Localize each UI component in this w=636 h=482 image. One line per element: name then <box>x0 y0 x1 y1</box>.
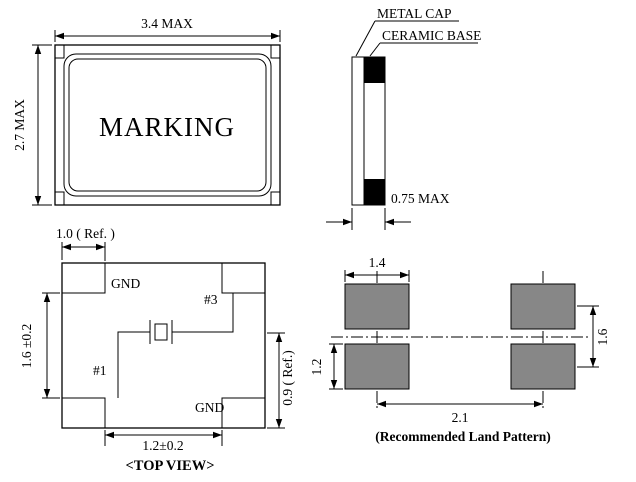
ceramic-base-leader <box>369 42 381 57</box>
dimension-pad-width-ref: 1.0 ( Ref. ) <box>56 226 115 261</box>
lid-seam-outer <box>63 53 272 197</box>
dimension-pad-gap-vertical: 1.6 ±0.2 <box>19 292 60 399</box>
crystal-symbol <box>117 293 234 398</box>
dimension-land-row-pitch: 1.6 <box>577 305 610 368</box>
arrowhead-right <box>271 32 280 40</box>
arrowhead-down <box>43 389 51 398</box>
land-col-pitch-label: 2.1 <box>452 410 469 425</box>
arrowhead-down <box>589 358 597 367</box>
arrowhead-down <box>34 196 42 205</box>
bottom-dim-label: 1.2±0.2 <box>142 438 183 453</box>
package-outline-view: MARKING 3.4 MAX 2.7 MAX <box>12 16 281 206</box>
package-body-outline <box>54 44 281 206</box>
corner-castellation-top-left <box>54 44 65 59</box>
corner-castellation-top-right <box>270 44 281 59</box>
marking-text: MARKING <box>99 112 235 142</box>
land-pattern-view: 1.4 1.6 1.2 2.1 (Recommended Land <box>309 255 610 444</box>
arrowhead-right <box>400 271 409 279</box>
arrowhead-left <box>377 400 386 408</box>
gnd-bottom-label: GND <box>195 400 224 415</box>
right-dim-label: 0.9 ( Ref.) <box>280 350 295 405</box>
arrowhead-down <box>275 419 283 428</box>
left-dim-label: 1.6 ±0.2 <box>19 324 34 369</box>
pad-gnd-top-left <box>61 262 106 294</box>
dimension-thickness: 0.75 MAX <box>326 191 450 230</box>
land-pad-top-left <box>344 283 410 330</box>
arrowhead-left <box>385 218 394 226</box>
corner-castellation-bottom-right <box>270 191 281 206</box>
arrowhead-left <box>105 431 114 439</box>
arrowhead-left <box>345 271 354 279</box>
wire-to-pad1 <box>117 331 150 398</box>
land-pad-bottom-right <box>510 343 576 390</box>
dimension-right-ref: 0.9 ( Ref.) <box>267 332 295 429</box>
arrowhead-right <box>534 400 543 408</box>
pad3-label: #3 <box>204 292 218 307</box>
ceramic-base-label: CERAMIC BASE <box>382 28 481 43</box>
arrowhead-up <box>34 45 42 54</box>
top-view-outline <box>61 262 266 429</box>
corner-castellation-bottom-left <box>54 191 65 206</box>
dimension-land-pad-width: 1.4 <box>344 255 410 282</box>
arrowhead-up <box>589 306 597 315</box>
metal-cap-label: METAL CAP <box>377 6 452 21</box>
side-view: METAL CAP CERAMIC BASE 0.75 MAX <box>326 6 481 230</box>
metal-cap-leader <box>355 20 376 57</box>
package-width-dim-label: 3.4 MAX <box>141 16 193 31</box>
terminal-top <box>364 57 385 83</box>
arrowhead-right <box>213 431 222 439</box>
arrowhead-up <box>330 344 338 353</box>
dimension-pad-gap-horizontal: 1.2±0.2 <box>104 430 223 453</box>
arrowhead-up <box>275 333 283 342</box>
arrowhead-right <box>343 218 352 226</box>
dimension-package-width: 3.4 MAX <box>54 16 281 42</box>
arrowhead-up <box>43 293 51 302</box>
arrowhead-left <box>62 243 71 251</box>
land-pad-height-label: 1.2 <box>309 359 324 376</box>
dimension-land-col-pitch: 2.1 <box>377 400 543 425</box>
wire-to-pad3 <box>172 293 234 333</box>
gnd-top-label: GND <box>111 276 140 291</box>
pad-3-top-right <box>221 262 266 294</box>
land-row-pitch-label: 1.6 <box>595 328 610 345</box>
crystal-element <box>154 323 168 341</box>
arrowhead-right <box>96 243 105 251</box>
pad-gnd-bottom-right <box>221 397 266 429</box>
land-pad-width-label: 1.4 <box>369 255 386 270</box>
land-pad-bottom-left <box>344 343 410 390</box>
arrowhead-left <box>55 32 64 40</box>
top-view-caption: <TOP VIEW> <box>126 458 215 474</box>
dimension-package-height: 2.7 MAX <box>12 44 52 206</box>
top-view: GND #3 #1 GND 1.0 ( Ref. ) 1 <box>19 226 295 474</box>
pad1-label: #1 <box>93 363 107 378</box>
dimension-land-pad-height: 1.2 <box>309 343 343 390</box>
lid-seam-inner <box>68 58 267 192</box>
pad-width-ref-label: 1.0 ( Ref. ) <box>56 226 115 241</box>
pad-1-bottom-left <box>61 397 106 429</box>
land-pattern-caption: (Recommended Land Pattern) <box>375 429 550 444</box>
thickness-dim-label: 0.75 MAX <box>391 191 450 206</box>
arrowhead-down <box>330 380 338 389</box>
land-pad-top-right <box>510 283 576 330</box>
terminal-bottom <box>364 179 385 205</box>
metal-cap-shape <box>351 56 365 206</box>
package-height-dim-label: 2.7 MAX <box>12 99 27 151</box>
